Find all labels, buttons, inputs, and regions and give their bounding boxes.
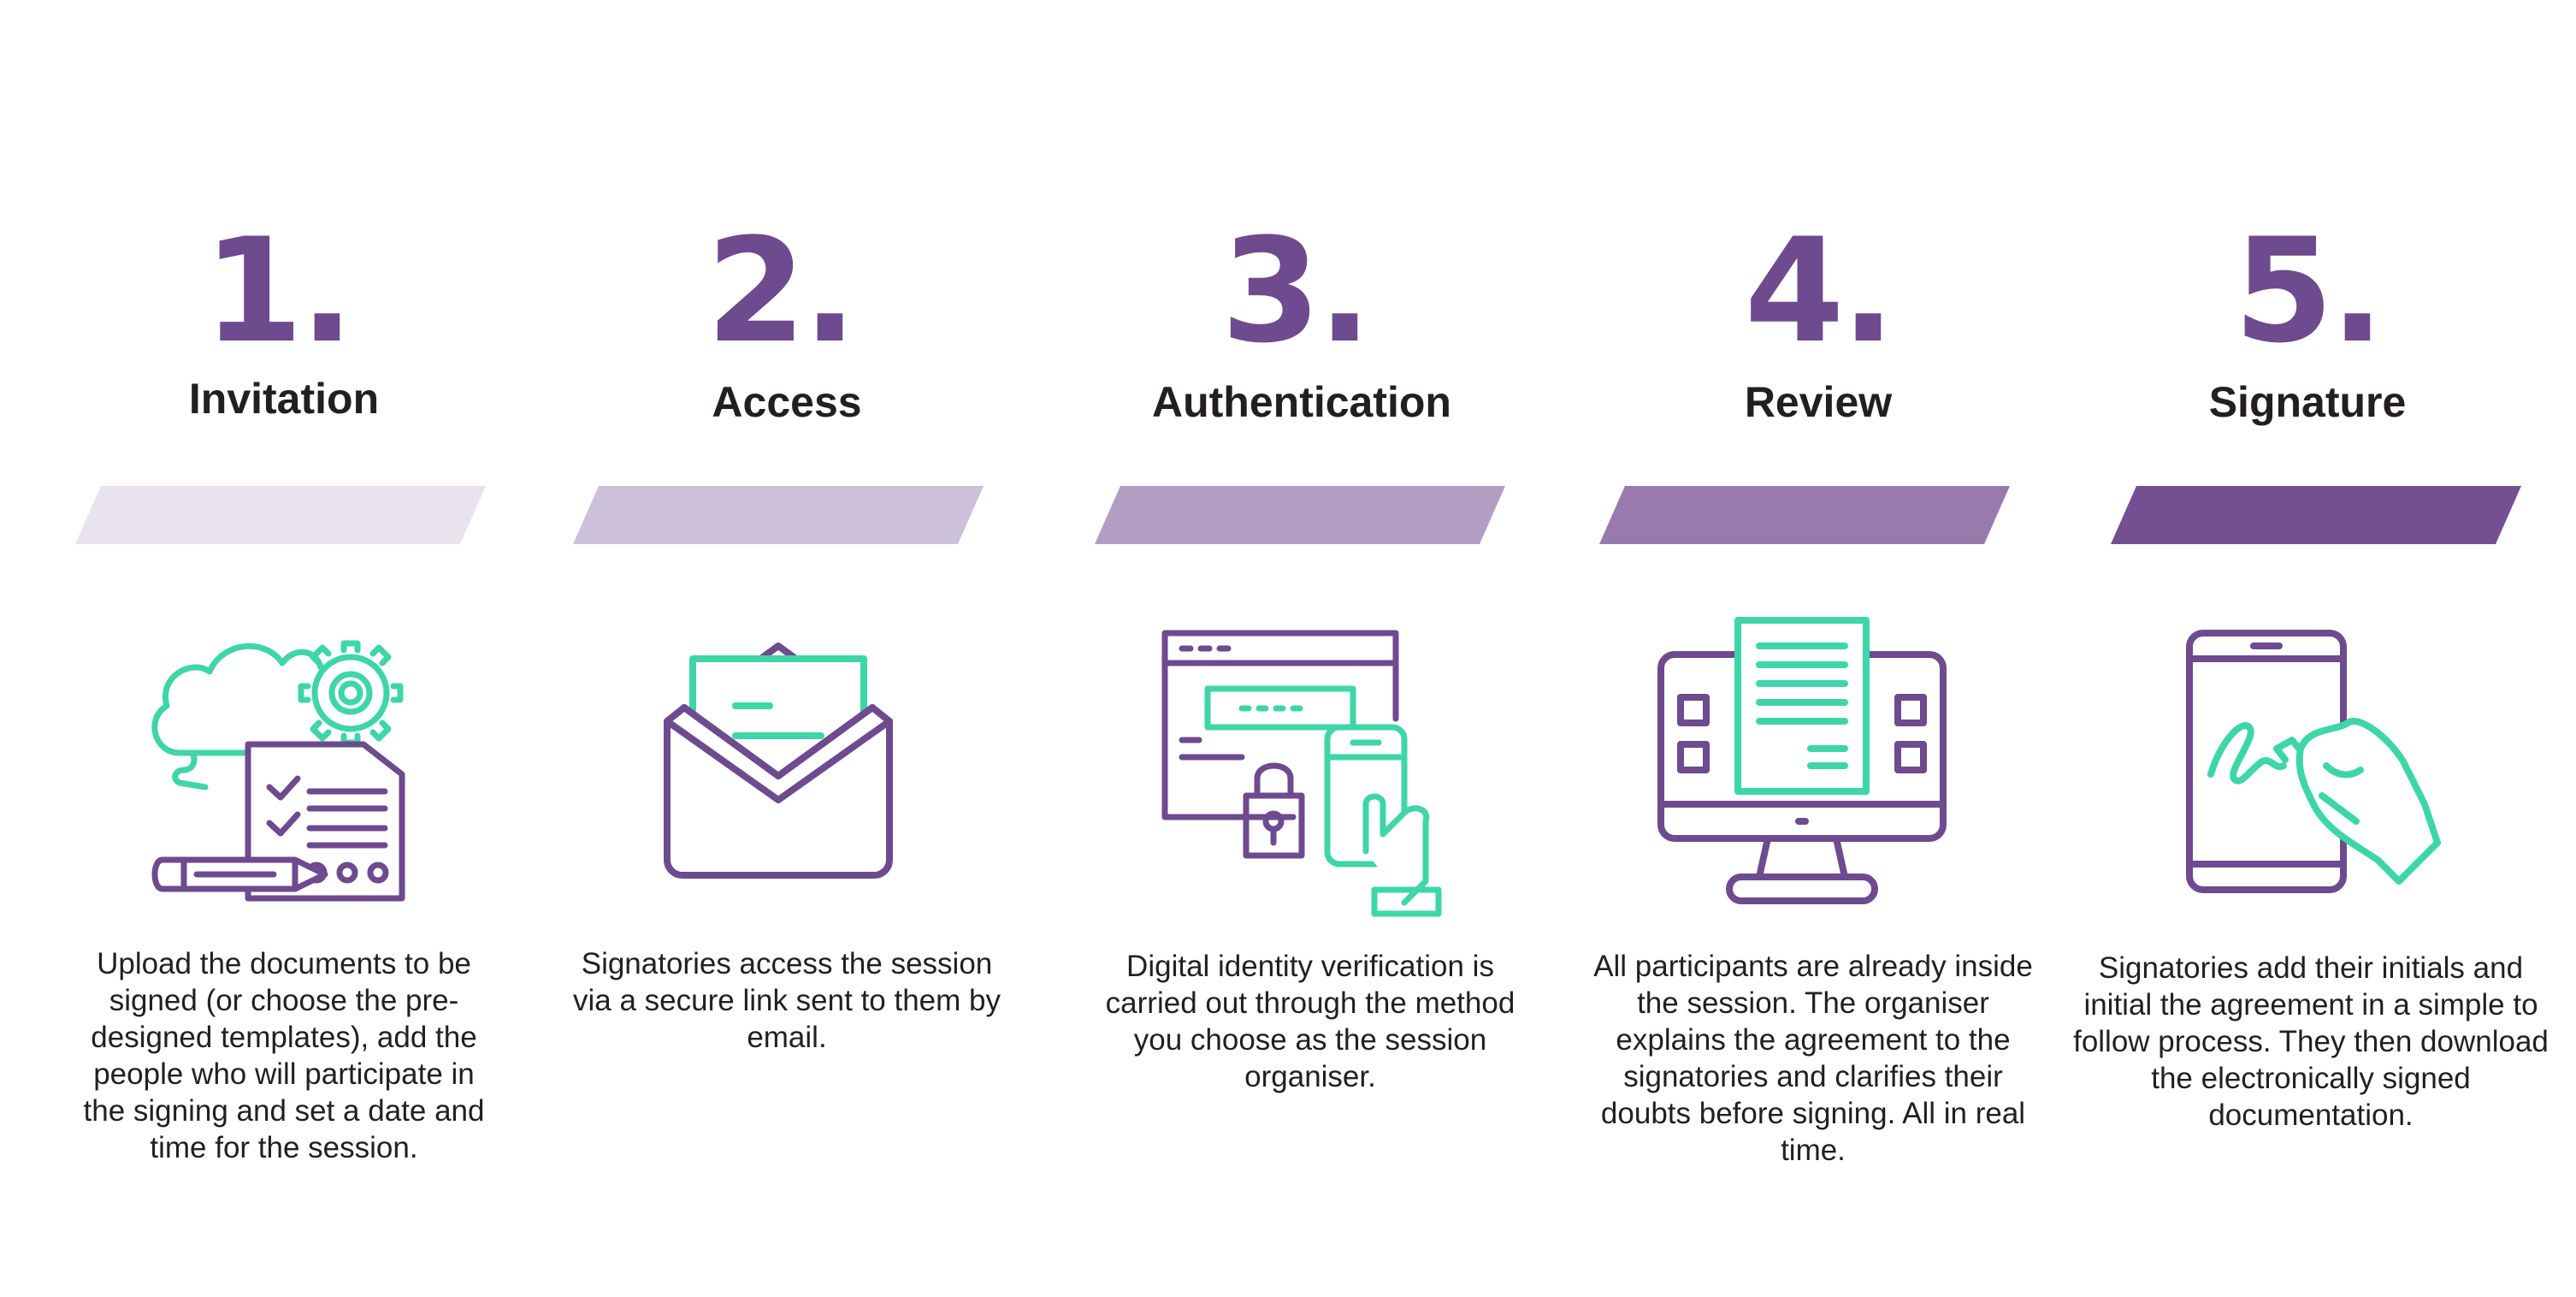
progress-bar-segment [2111, 486, 2521, 544]
step-title: Authentication [1152, 378, 1451, 426]
step-number: 1. [203, 207, 355, 375]
progress-bar-segment [1095, 486, 1505, 544]
monitor-document-icon [1648, 612, 1956, 915]
step-description: Digital identity verification is carried… [1105, 950, 1515, 1093]
step-title: Invitation [188, 375, 380, 423]
step-number: 4. [1744, 207, 1896, 375]
step-description: Signatories access the session via a sec… [573, 947, 1001, 1054]
step-4: 4. Review All participants ar [1575, 0, 2054, 1297]
step-number: 3. [1220, 207, 1373, 375]
browser-lock-phone-hand-icon [1148, 625, 1456, 928]
open-envelope-letter-icon [650, 629, 907, 890]
step-1: 1. Invitation [44, 0, 523, 1297]
step-title: Signature [2208, 378, 2407, 426]
tablet-hand-signing-icon [2181, 625, 2446, 920]
document-checklist-cloud-gear-pencil-icon [145, 625, 428, 911]
step-2: 2. Access Signatories access the session… [547, 0, 1026, 1297]
step-description: Signatories add their initials and initi… [2073, 951, 2549, 1132]
progress-bar-segment [573, 486, 984, 544]
step-description: Upload the documents to be signed (or ch… [83, 947, 485, 1164]
step-number: 2. [706, 207, 858, 375]
step-title: Access [712, 378, 862, 426]
step-title: Review [1744, 378, 1893, 426]
progress-bar-segment [75, 486, 486, 544]
step-5: 5. Signature Signatories add their initi… [2071, 0, 2550, 1297]
step-number: 5. [2233, 207, 2385, 375]
step-3: 3. Authentication [1071, 0, 1550, 1297]
progress-bar-segment [1599, 486, 2010, 544]
step-description: All participants are already inside the … [1593, 950, 2033, 1167]
